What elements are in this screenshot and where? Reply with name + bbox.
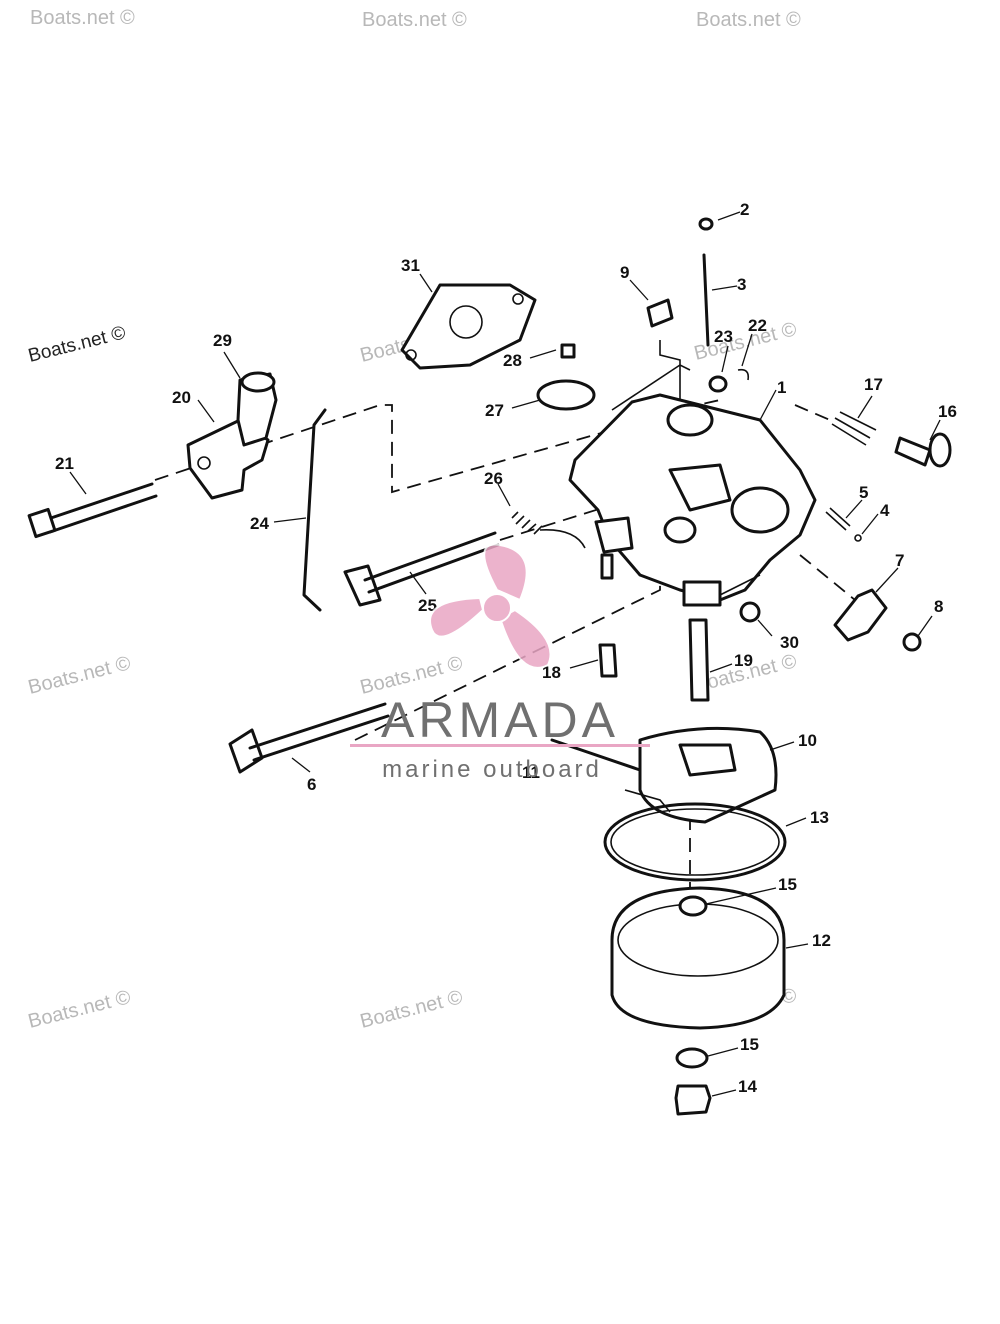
washer-part: [708, 368, 750, 393]
leader-lines: [69, 211, 941, 1097]
callout-7: 7: [895, 551, 904, 570]
idle-screw-part: [831, 411, 952, 468]
float-bowl-part: [610, 886, 786, 1030]
watermark: Boats.net ©: [26, 986, 133, 1033]
bowl-screw-part: [739, 601, 761, 623]
jet-part: [598, 643, 618, 678]
watermark: Boats.net ©: [26, 322, 128, 366]
plug-part: [646, 298, 681, 400]
long-screw-part: [27, 482, 158, 539]
callout-20: 20: [172, 388, 191, 407]
watermark: Boats.net ©: [696, 9, 801, 31]
pin-part: [698, 217, 714, 347]
callout-3: 3: [737, 275, 746, 294]
throttle-bracket-part: [186, 371, 278, 500]
callout-21: 21: [55, 454, 74, 473]
callout-23: 23: [714, 327, 733, 346]
callout-16: 16: [938, 402, 957, 421]
needle-part: [688, 618, 710, 702]
callout-5: 5: [859, 483, 868, 502]
drain-plug-part: [674, 1047, 712, 1116]
callout-27: 27: [485, 401, 504, 420]
callout-15-upper: 15: [778, 875, 797, 894]
small-screw-part: [902, 632, 922, 652]
callout-9: 9: [620, 263, 629, 282]
callout-26: 26: [484, 469, 503, 488]
callout-30: 30: [780, 633, 799, 652]
callout-11: 11: [522, 763, 540, 782]
callout-15-lower: 15: [740, 1035, 759, 1054]
throttle-shaft-part: [228, 702, 390, 774]
callout-18: 18: [542, 663, 561, 682]
callout-4: 4: [880, 501, 890, 520]
brand-underline: [350, 744, 650, 747]
carburetor-body-part: [568, 364, 817, 607]
callout-24: 24: [250, 514, 269, 533]
gasket-part: [400, 283, 537, 370]
spring-part: [511, 511, 586, 549]
callout-labels: 1 2 3 4 5 6 7 8 9 10 11 12 13 14 15 15 1…: [55, 200, 957, 1096]
callout-19: 19: [734, 651, 753, 670]
callout-2: 2: [740, 200, 749, 219]
callout-8: 8: [934, 597, 943, 616]
propeller-logo-icon: [429, 543, 552, 669]
float-part: [624, 726, 778, 824]
watermark: Boats.net ©: [362, 9, 467, 31]
watermark: Boats.net ©: [358, 986, 465, 1033]
callout-1: 1: [777, 378, 786, 397]
brand-name: ARMADA: [381, 692, 619, 748]
callout-12: 12: [812, 931, 831, 950]
callout-31: 31: [401, 256, 420, 275]
callout-25: 25: [418, 596, 437, 615]
link-rod-part: [302, 408, 327, 612]
throttle-plate-part: [536, 343, 596, 411]
callout-28: 28: [503, 351, 522, 370]
callout-22: 22: [748, 316, 767, 335]
callout-14: 14: [738, 1077, 757, 1096]
check-spring-part: [825, 507, 862, 542]
callout-10: 10: [798, 731, 817, 750]
callout-17: 17: [864, 375, 883, 394]
callout-29: 29: [213, 331, 232, 350]
choke-shaft-part: [343, 531, 500, 607]
watermark: Boats.net ©: [30, 7, 135, 29]
bowl-gasket-part: [603, 802, 787, 882]
callout-6: 6: [307, 775, 316, 794]
watermark: Boats.net ©: [26, 652, 133, 699]
lever-part: [833, 588, 888, 642]
brand-tagline: marine outboard: [382, 756, 602, 783]
callout-13: 13: [810, 808, 829, 827]
